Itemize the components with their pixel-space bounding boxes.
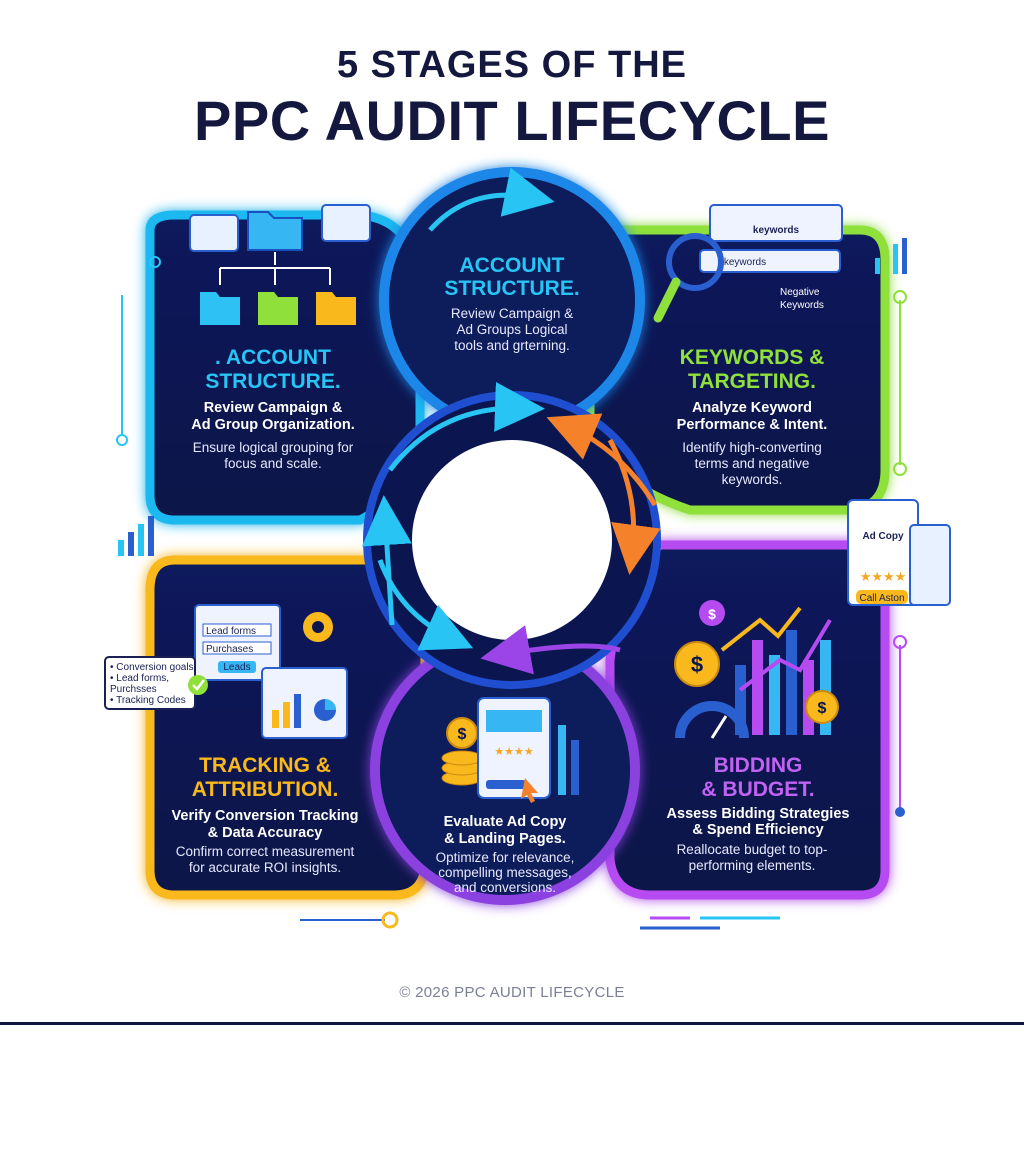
loop-center-ring: [363, 391, 661, 689]
stage-account-body-2: focus and scale.: [224, 456, 322, 471]
stage-account-heading-1: . ACCOUNT: [215, 346, 331, 369]
form-window-icon: Lead forms Purchases Leads: [194, 604, 281, 681]
stage-tracking-sub-1: Verify Conversion Tracking: [172, 808, 359, 824]
conversion-callout: • Conversion goals • Lead forms, Purchss…: [104, 656, 208, 710]
callout-line-2: • Lead forms,: [110, 673, 169, 684]
ad-copy-card: Ad Copy ★★★★ Call Aston: [847, 499, 951, 606]
stage-account-top-body-3: tools and grterning.: [454, 338, 570, 353]
stage-bidding-sub-1: Assess Bidding Strategies: [667, 806, 850, 822]
title-line-2: PPC AUDIT LIFECYCLE: [194, 89, 830, 152]
negative-keywords-2: Keywords: [780, 300, 824, 311]
stage-bidding-body-2: performing elements.: [689, 858, 816, 873]
stage-bidding-heading-2: & BUDGET.: [701, 778, 814, 801]
stage-tracking-body-1: Confirm correct measurement: [176, 844, 355, 859]
stage-account-sub-1: Review Campaign &: [204, 400, 343, 416]
landing-page-icon: ★★★★: [477, 697, 551, 803]
magnifier-icon: [653, 233, 724, 323]
folder-tree-icon: [189, 204, 371, 325]
stage-bidding-budget: $ $ $ BIDDING & BUDGET. Assess Bidding S…: [667, 600, 850, 873]
callout-line-3: Purchsses: [110, 684, 157, 695]
title-line-1: 5 STAGES OF THE: [336, 44, 687, 86]
stage-bidding-heading-1: BIDDING: [714, 754, 803, 777]
callout-line-1: • Conversion goals: [110, 662, 194, 673]
stage-account-structure: . ACCOUNT STRUCTURE. Review Campaign & A…: [189, 204, 371, 471]
stage-adcopy-body-1: Optimize for relevance,: [436, 850, 575, 865]
negative-keywords-1: Negative: [780, 287, 820, 298]
cursor-icon: [521, 778, 538, 803]
call-action-label: Call Aston: [859, 593, 904, 604]
arrow-top: [428, 167, 555, 232]
arrow-left-down: [377, 559, 474, 651]
stage-account-top-body-2: Ad Groups Logical: [456, 322, 567, 337]
stage-tracking-heading-1: TRACKING &: [199, 754, 331, 777]
footer-divider: [0, 1022, 1024, 1025]
stage-tracking-sub-2: & Data Accuracy: [208, 825, 323, 841]
svg-text:$: $: [458, 726, 467, 743]
search-box-label: keywords: [724, 257, 766, 268]
ad-copy-stars: ★★★★: [860, 569, 907, 584]
stage-account-body-1: Ensure logical grouping for: [193, 440, 354, 455]
check-icon: [188, 675, 208, 695]
stage-keywords-heading-1: KEYWORDS &: [680, 346, 825, 369]
coin-stack-icon: $: [441, 717, 483, 786]
stage-account-top: ACCOUNT STRUCTURE. Review Campaign & Ad …: [444, 254, 579, 353]
stage-keywords-body-3: keywords.: [722, 472, 783, 487]
stage-keywords-targeting: keywords keywords Negative Keywords KEYW…: [653, 204, 843, 487]
stage-bidding-body-1: Reallocate budget to top-: [677, 842, 828, 857]
stage-adcopy-sub-1: Evaluate Ad Copy: [444, 814, 567, 830]
stage-account-heading-2: STRUCTURE.: [205, 370, 340, 393]
stage-keywords-sub-2: Performance & Intent.: [677, 417, 828, 433]
form-field-1: Lead forms: [206, 626, 256, 637]
stage-adcopy-sub-2: & Landing Pages.: [444, 831, 566, 847]
stage-ad-copy: $ ★★★★ Evaluate Ad Copy & Landing Pages.…: [436, 697, 579, 895]
search-window-icon: keywords keywords: [699, 204, 843, 273]
svg-text:$: $: [708, 606, 716, 622]
footer-copyright: © 2026 PPC AUDIT LIFECYCLE: [399, 984, 625, 1001]
report-window-icon: [261, 667, 348, 739]
decorative-accents: [116, 238, 907, 930]
svg-text:$: $: [691, 652, 703, 677]
bar-chart-icon: [558, 725, 579, 795]
arrow-right-orange: [546, 413, 658, 507]
stage-adcopy-body-3: and conversions.: [454, 880, 556, 895]
stage-adcopy-body-2: compelling messages,: [438, 865, 572, 880]
svg-text:★★★★: ★★★★: [494, 746, 534, 758]
arrow-bottom-purple: [480, 625, 621, 675]
search-box-top-label: keywords: [753, 225, 800, 236]
stage-keywords-heading-2: TARGETING.: [688, 370, 816, 393]
arrow-left-up: [361, 495, 412, 626]
ad-copy-label: Ad Copy: [862, 531, 904, 542]
arrow-center-top: [388, 381, 545, 472]
form-button: Leads: [223, 662, 250, 673]
form-field-2: Purchases: [206, 644, 253, 655]
gear-icon: [303, 612, 333, 642]
growth-chart-icon: $ $ $: [674, 600, 839, 739]
stage-account-top-body-1: Review Campaign &: [451, 306, 573, 321]
svg-text:$: $: [818, 700, 827, 717]
stage-tracking-heading-2: ATTRIBUTION.: [192, 778, 339, 801]
loop-top-circle: [379, 167, 645, 433]
stage-keywords-sub-1: Analyze Keyword: [692, 400, 812, 416]
stage-keywords-body-2: terms and negative: [695, 456, 810, 471]
stage-bidding-sub-2: & Spend Efficiency: [692, 822, 823, 838]
stage-tracking-attribution: Lead forms Purchases Leads • Conver: [104, 604, 359, 875]
stage-account-top-heading-1: ACCOUNT: [460, 254, 565, 277]
callout-line-4: • Tracking Codes: [110, 695, 186, 706]
stage-account-top-heading-2: STRUCTURE.: [444, 277, 579, 300]
arrow-right-down: [607, 438, 661, 575]
stage-tracking-body-2: for accurate ROI insights.: [189, 860, 341, 875]
stage-account-sub-2: Ad Group Organization.: [191, 417, 355, 433]
stage-keywords-body-1: Identify high-converting: [682, 440, 822, 455]
